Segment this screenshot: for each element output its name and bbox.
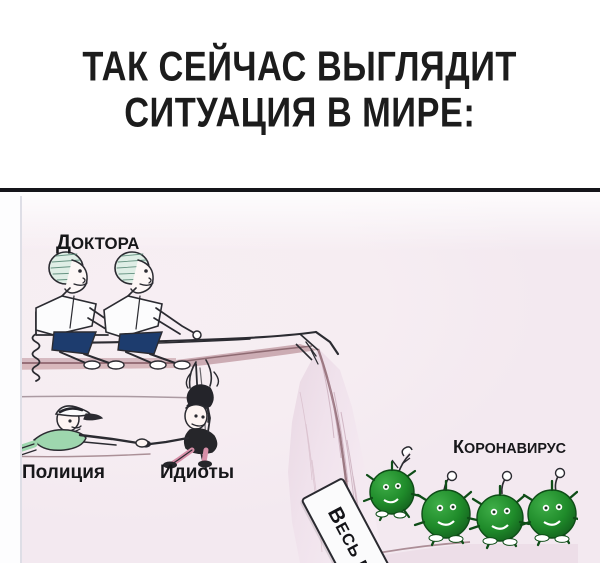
sign-attachment <box>295 333 319 361</box>
label-doctors: ДОКТОРА <box>56 231 139 255</box>
label-doctors-initial: Д <box>56 231 71 254</box>
idiot-figure <box>141 401 218 469</box>
police-figure <box>0 405 151 458</box>
label-coronavirus-rest: ОРОНАВИРУС <box>464 441 567 457</box>
doctor-figure-1 <box>35 251 136 370</box>
virus-creature-3 <box>468 470 531 550</box>
label-idiots-initial: И <box>160 462 174 483</box>
paper-sheen <box>0 192 600 252</box>
title-block: ТАК СЕЙЧАС ВЫГЛЯДИТ СИТУАЦИЯ В МИРЕ: <box>0 0 600 190</box>
cartoon-drawing <box>0 251 578 563</box>
label-police-initial: П <box>22 462 36 483</box>
title-divider-rule <box>0 188 600 192</box>
label-coronavirus-initial: К <box>453 437 464 457</box>
label-coronavirus: КОРОНАВИРУС <box>453 437 566 458</box>
title-line-1: ТАК СЕЙЧАС ВЫГЛЯДИТ <box>82 43 518 90</box>
label-police-rest: олиция <box>35 462 105 483</box>
paper-left-margin <box>0 192 22 563</box>
label-police: Полиция <box>22 462 105 484</box>
label-doctors-rest: ОКТОРА <box>70 234 140 253</box>
virus-creature-1 <box>362 446 422 522</box>
label-idiots-rest: диоты <box>173 462 235 483</box>
virus-creature-4 <box>519 467 578 547</box>
label-idiots: Идиоты <box>160 462 234 484</box>
title-line-2: СИТУАЦИЯ В МИРЕ: <box>124 89 476 136</box>
cartoon-photo: ВЕСЬ МИР <box>0 192 600 563</box>
virus-creature-2 <box>413 470 479 547</box>
coronavirus-creatures <box>362 446 578 550</box>
doctor-figure-2 <box>103 251 202 370</box>
